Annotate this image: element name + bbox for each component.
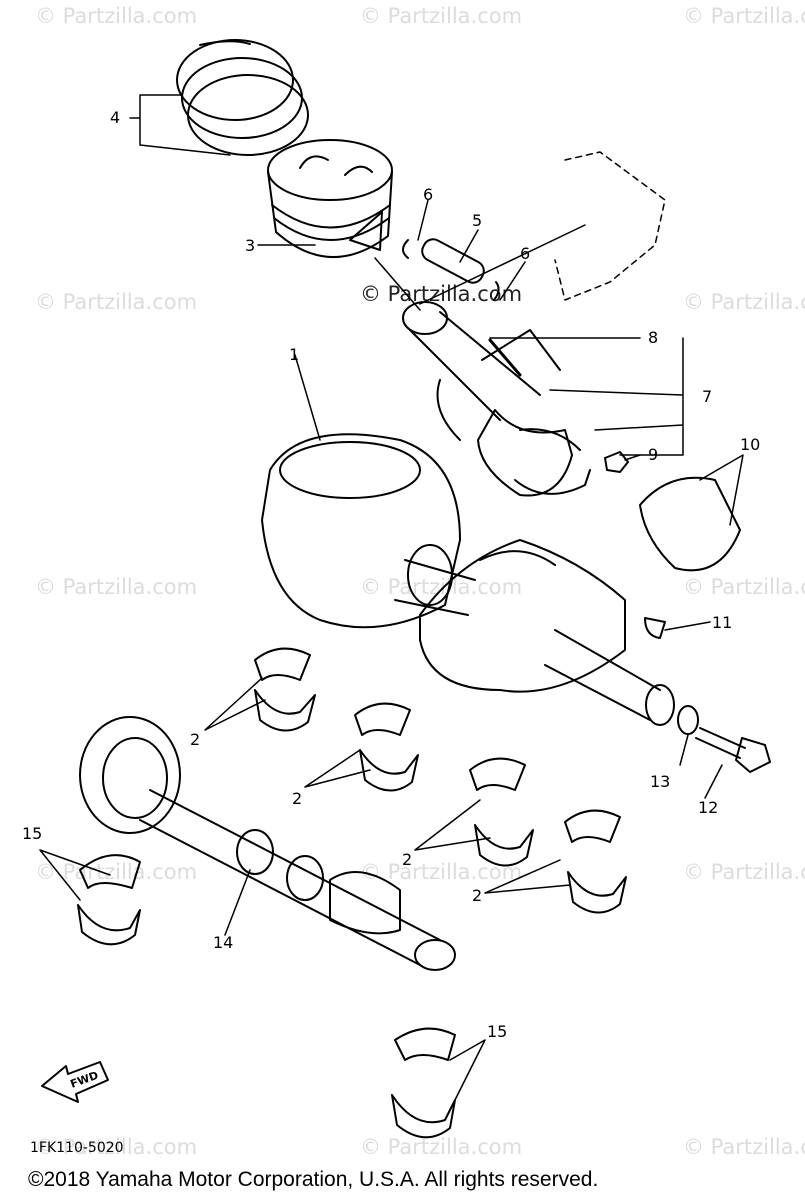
callout-4: 4 [110,108,121,127]
callout-1: 1 [289,345,300,364]
callout-8: 8 [648,328,659,347]
callout-2: 2 [402,850,413,869]
callout-11: 11 [712,613,733,632]
main-bearings-drawing [254,647,627,914]
watermark: © Partzilla.com [35,1135,198,1159]
fwd-arrow-icon [41,1061,109,1103]
leader-lines [39,94,744,1101]
woodruff-key-drawing [644,617,666,639]
diagram-code: 1FK110-5020 [30,1140,124,1156]
copyright-notice: ©2018 Yamaha Motor Corporation, U.S.A. A… [28,1168,599,1191]
callout-2: 2 [472,886,483,905]
callout-15: 15 [487,1022,508,1041]
watermark: © Partzilla.com [683,575,805,599]
watermark: © Partzilla.com [360,1135,523,1159]
callout-15: 15 [22,824,43,843]
nut-drawing [604,451,629,473]
watermark: © Partzilla.com [683,4,805,28]
callout-10: 10 [740,435,761,454]
balancer-shaft-drawing [79,716,456,971]
callout-7: 7 [702,387,713,406]
piston-rings-drawing [176,39,309,156]
callout-3: 3 [245,236,256,255]
callout-2: 2 [190,730,201,749]
callout-5: 5 [472,211,483,230]
watermark: © Partzilla.com [683,860,805,884]
piston-drawing [267,139,393,258]
callout-12: 12 [698,798,719,817]
callout-9: 9 [648,445,659,464]
piston-pin-drawing [402,238,500,301]
connecting-rod-drawing [402,301,591,497]
callout-2: 2 [292,789,303,808]
watermark: © Partzilla.com [35,860,198,884]
watermark: © Partzilla.com [360,4,523,28]
balancer-bearings-drawing [77,854,456,1139]
bolt-drawing [695,727,771,773]
bearing-drawing [639,476,741,572]
watermark: © Partzilla.com [35,4,198,28]
watermark: © Partzilla.com [35,575,198,599]
watermark: © Partzilla.com [683,290,805,314]
callout-13: 13 [650,772,671,791]
watermark: © Partzilla.com [683,1135,805,1159]
callout-6: 6 [520,244,531,263]
watermark: © Partzilla.com [360,575,523,599]
washer-drawing [677,705,699,735]
callout-14: 14 [213,933,234,952]
crankshaft-drawing [261,433,675,726]
watermark: © Partzilla.com [35,290,198,314]
callout-6: 6 [423,185,434,204]
